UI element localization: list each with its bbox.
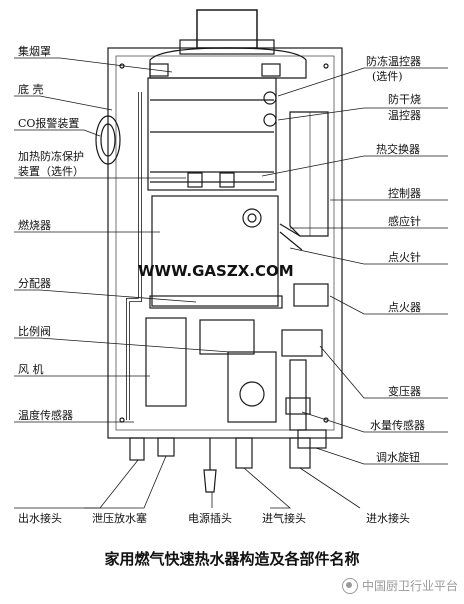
platform-logo-icon [341, 577, 358, 594]
inner-casing [115, 55, 335, 431]
power-plug [203, 438, 217, 493]
drain-plug [157, 437, 175, 457]
label-sensing-needle: 感应针 [388, 214, 421, 228]
heat-exchanger-body [147, 77, 277, 191]
leader-lines [14, 57, 448, 509]
controller-box [289, 111, 329, 237]
label-dry-burn: 防干烧 [388, 92, 421, 106]
label-distributor: 分配器 [18, 277, 51, 290]
hood-bracket-left [149, 63, 169, 77]
label-ignition-needle: 点火针 [388, 250, 421, 264]
smoke-hood [149, 47, 307, 79]
fan-housing [145, 317, 187, 407]
left-labels: 集烟罩 底 壳 CO报警装置 加热防冻保护 装置（选件） 燃烧器 分配器 比例阀… [18, 44, 84, 422]
gas-inlet-connector [235, 437, 253, 469]
label-gas-inlet: 进气接头 [262, 511, 306, 525]
flue-outlet [196, 9, 258, 49]
label-power-plug: 电源插头 [188, 511, 232, 525]
label-igniter: 点火器 [388, 301, 421, 314]
label-burner: 燃烧器 [18, 218, 51, 232]
label-transformer: 变压器 [388, 384, 421, 398]
label-co-alarm: CO报警装置 [18, 116, 79, 130]
gas-valve-body [227, 351, 277, 423]
label-smoke-hood: 集烟罩 [18, 44, 51, 58]
watermark-url: WWW.GASZX.COM [138, 262, 294, 280]
label-temperature-sensor: 温度传感器 [18, 408, 73, 422]
igniter [293, 283, 329, 307]
water-inlet-connector [289, 437, 311, 469]
label-drain-plug: 泄压放水塞 [92, 511, 147, 525]
transformer [281, 329, 323, 357]
label-controller: 控制器 [388, 186, 421, 200]
label-fan: 风 机 [18, 362, 44, 376]
label-water-adjust-knob: 调水旋钮 [376, 450, 420, 464]
label-water-outlet: 出水接头 [18, 511, 62, 525]
water-adjust-knob [297, 429, 327, 449]
label-thermostat: 温控器 [388, 108, 421, 122]
burner [151, 195, 279, 307]
sensor-port [242, 208, 262, 228]
flue-collar [179, 39, 275, 55]
source-watermark: 中国厨卫行业平台 [341, 577, 458, 594]
label-water-inlet: 进水接头 [366, 512, 410, 525]
label-anti-freeze-optional: 装置（选件） [18, 165, 84, 178]
label-anti-freeze-optional-right: (选件) [372, 70, 403, 83]
water-outlet-connector [129, 437, 145, 461]
bottom-labels: 出水接头 泄压放水塞 电源插头 进气接头 进水接头 [18, 511, 410, 525]
label-anti-freeze-heater: 加热防冻保护 [18, 149, 84, 163]
label-water-flow-sensor: 水量传感器 [370, 419, 425, 432]
water-flow-sensor [289, 359, 307, 431]
proportional-valve [199, 319, 255, 355]
figure-caption: 家用燃气快速热水器构造及各部件名称 [104, 550, 360, 568]
label-anti-freeze-thermostat: 防冻温控器 [366, 54, 421, 68]
heater-drawing [95, 9, 343, 493]
hood-bracket-right [261, 63, 281, 77]
gas-distributor [149, 295, 283, 309]
source-watermark-text: 中国厨卫行业平台 [361, 579, 458, 593]
anti-freeze-heater-left [187, 172, 203, 188]
label-bottom-shell: 底 壳 [18, 82, 44, 96]
outer-casing [107, 47, 343, 439]
label-heat-exchanger: 热交换器 [376, 142, 420, 156]
anti-freeze-thermostat [263, 91, 277, 105]
dry-burn-thermostat [263, 113, 277, 127]
co-alarm-unit [95, 115, 121, 165]
label-proportional-valve: 比例阀 [18, 324, 51, 338]
anti-freeze-heater-right [219, 172, 235, 188]
right-labels: 防冻温控器 (选件) 防干烧 温控器 热交换器 控制器 感应针 点火针 点火器 … [366, 54, 425, 464]
